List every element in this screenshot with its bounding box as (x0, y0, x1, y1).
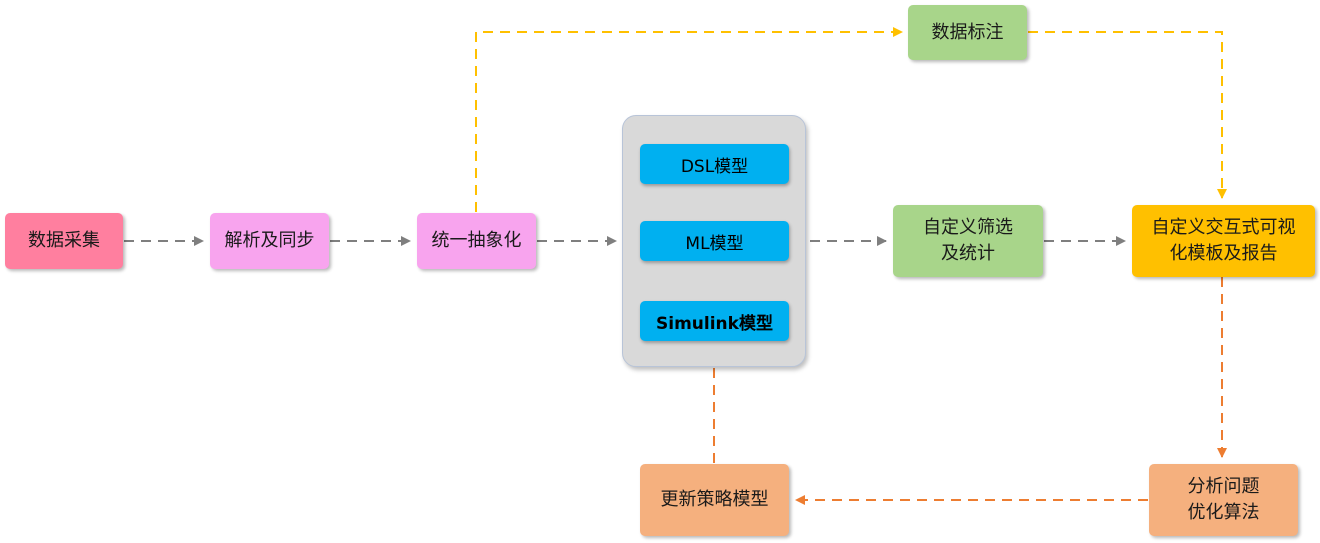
data-collection-node: 数据采集 (5, 213, 123, 269)
data-collection-label: 数据采集 (28, 230, 100, 251)
unified-abstraction-node: 统一抽象化 (417, 213, 536, 269)
arrow-abstract-to-annotate (475, 27, 903, 212)
custom-filter-node: 自定义筛选 及统计 (893, 205, 1043, 277)
dsl-model-box: DSL模型 (640, 144, 789, 184)
dsl-model-label: DSL模型 (680, 156, 749, 177)
parse-sync-label: 解析及同步 (224, 230, 315, 251)
analyze-optimize-label-line2: 优化算法 (1187, 502, 1260, 523)
analyze-optimize-label-line1: 分析问题 (1187, 476, 1260, 497)
arrow-annotate-to-visual (1028, 31, 1227, 199)
unified-abstraction-label: 统一抽象化 (431, 230, 522, 251)
ml-model-label: ML模型 (685, 233, 744, 254)
simulink-model-box: Simulink模型 (640, 301, 789, 341)
ml-model-box: ML模型 (640, 221, 789, 261)
data-annotation-node: 数据标注 (908, 5, 1027, 60)
custom-visualization-node: 自定义交互式可视 化模板及报告 (1132, 205, 1315, 277)
analyze-optimize-node: 分析问题 优化算法 (1149, 464, 1298, 536)
custom-visualization-label-line2: 化模板及报告 (1169, 243, 1278, 264)
simulink-model-label: Simulink模型 (656, 313, 773, 334)
custom-visualization-label-line1: 自定义交互式可视 (1151, 217, 1296, 238)
data-annotation-label: 数据标注 (931, 21, 1004, 43)
custom-filter-label-line1: 自定义筛选 (923, 217, 1013, 238)
update-policy-model-label: 更新策略模型 (660, 489, 769, 510)
update-policy-model-node: 更新策略模型 (640, 464, 789, 536)
custom-filter-label-line2: 及统计 (941, 243, 995, 264)
parse-sync-node: 解析及同步 (210, 213, 329, 269)
